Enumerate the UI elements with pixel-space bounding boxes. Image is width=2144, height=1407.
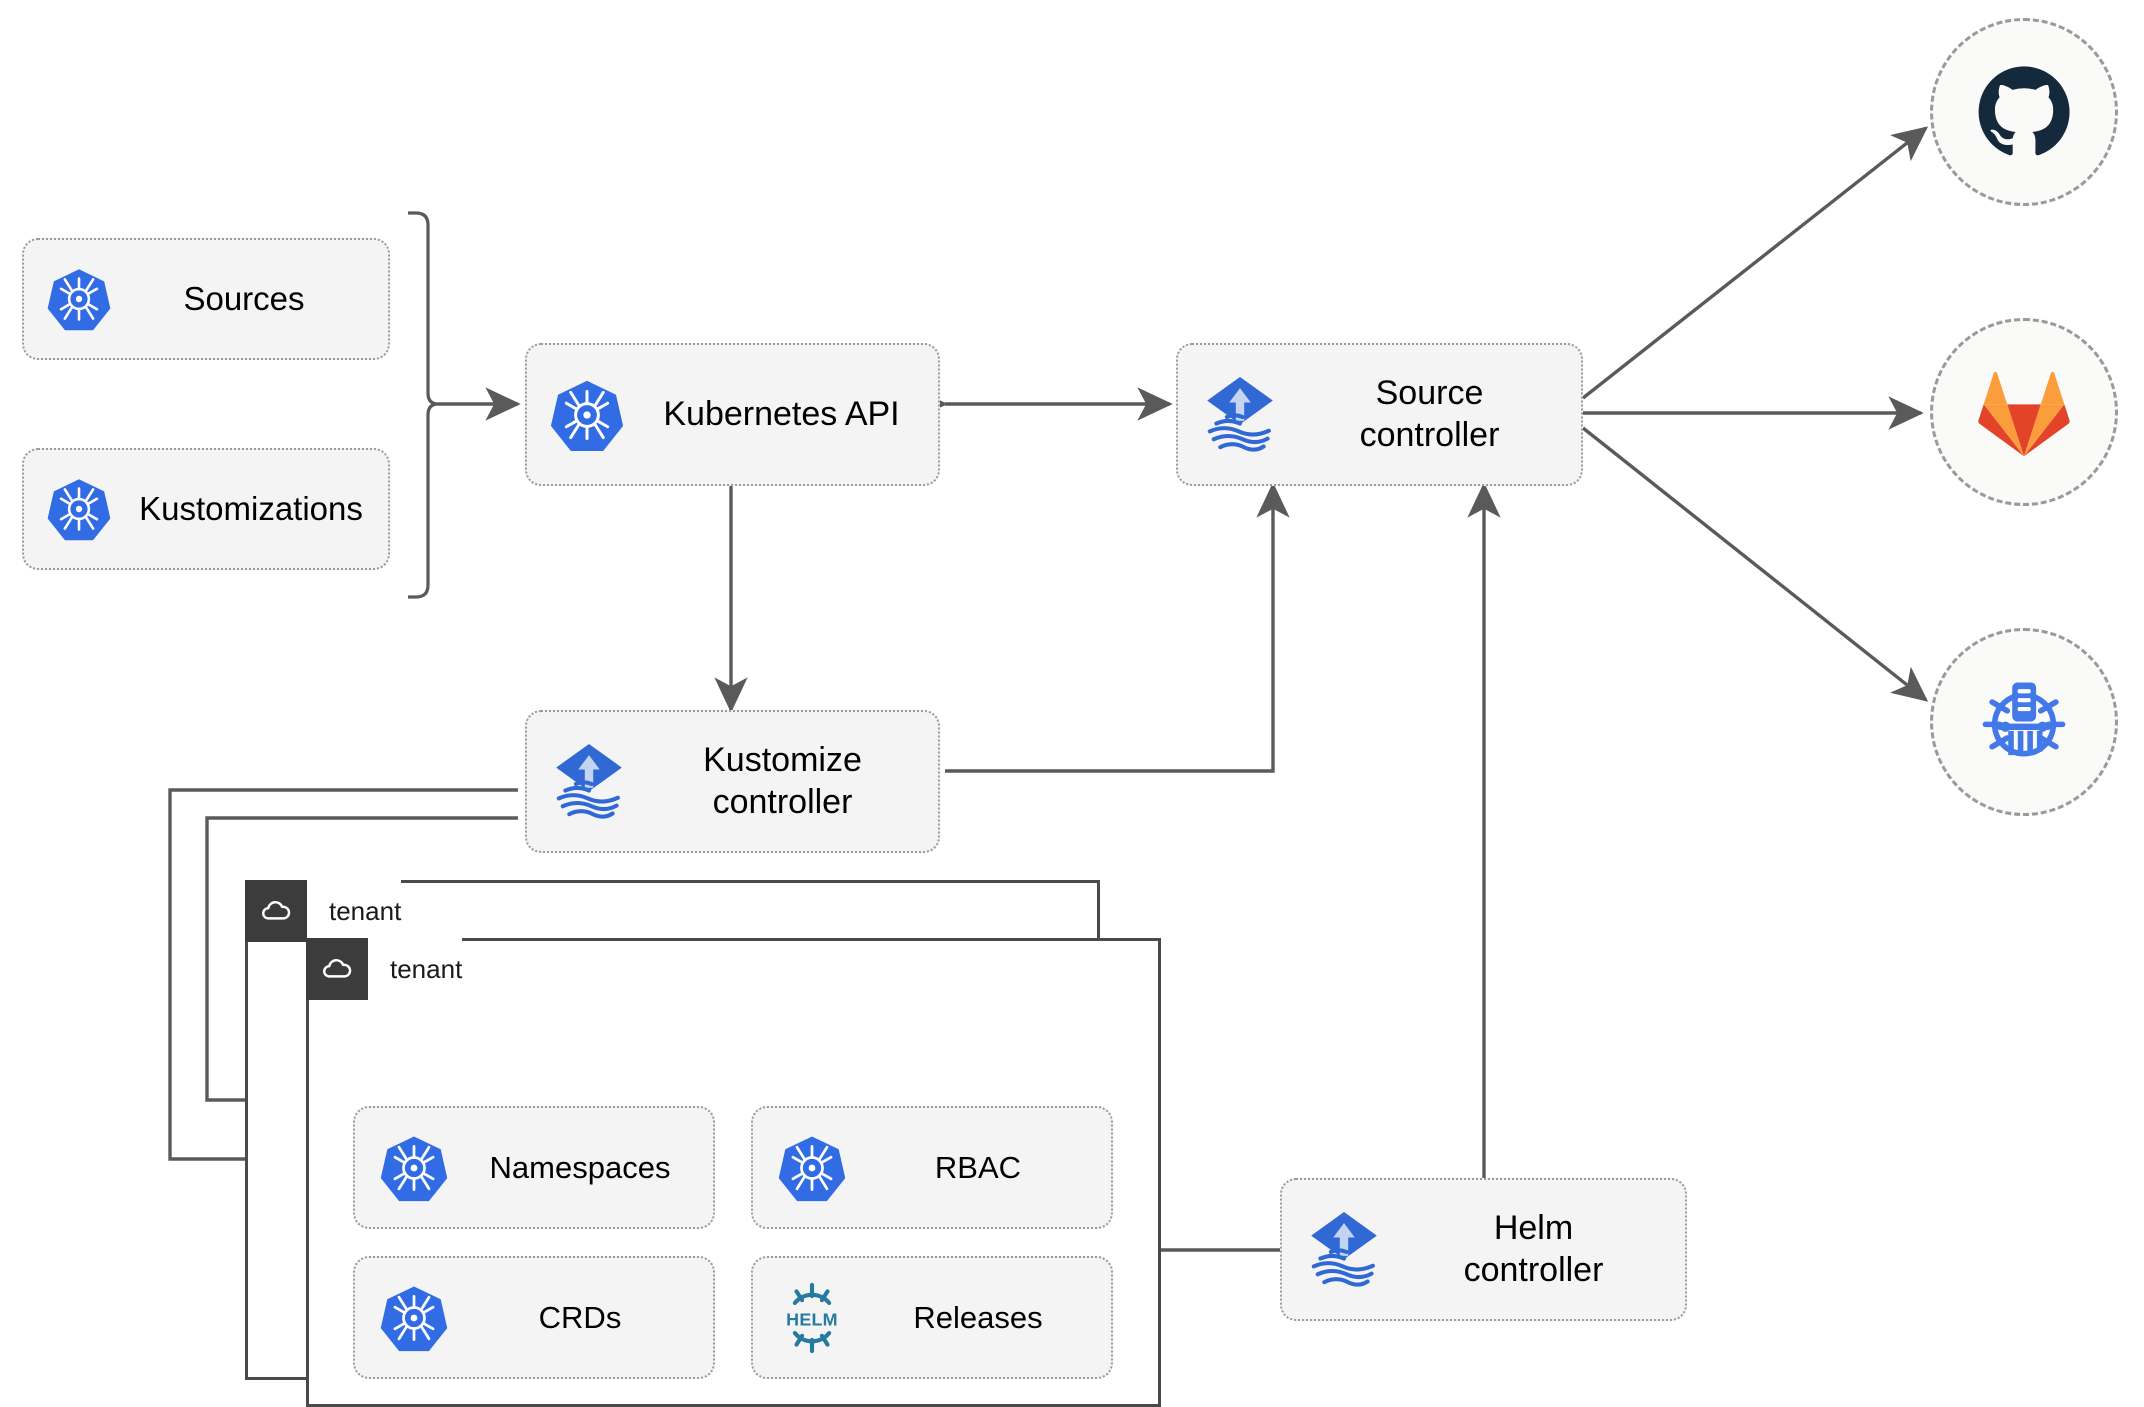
resource-kustomizations[interactable]: Kustomizations bbox=[22, 448, 390, 570]
kubernetes-icon bbox=[355, 1133, 473, 1203]
tenant-label-back: tenant bbox=[329, 895, 402, 926]
wire-resources-bracket bbox=[408, 211, 439, 599]
tenant-resource-releases[interactable]: HELM Releases bbox=[751, 1256, 1113, 1379]
kubernetes-icon bbox=[753, 1133, 871, 1203]
controller-kubernetes-api[interactable]: Kubernetes API bbox=[525, 343, 940, 486]
cloud-icon bbox=[245, 880, 307, 942]
controller-label: Helm controller bbox=[1463, 1209, 1604, 1289]
tenant-resource-label: CRDs bbox=[538, 1299, 622, 1335]
controller-label: Kustomize controller bbox=[703, 741, 862, 821]
tenant-label-front: tenant bbox=[390, 953, 463, 984]
resource-label: Kustomizations bbox=[139, 489, 363, 527]
controller-label: Source controller bbox=[1359, 374, 1500, 454]
wire-source-registry bbox=[1581, 426, 1929, 702]
registry-icon bbox=[1982, 682, 2066, 757]
tenant-resource-label: Releases bbox=[913, 1299, 1043, 1335]
controller-label: Kubernetes API bbox=[663, 394, 900, 433]
tenant-container-front[interactable]: tenant Namespaces bbox=[306, 938, 1161, 1407]
tenant-resource-rbac[interactable]: RBAC bbox=[751, 1106, 1113, 1229]
cloud-icon bbox=[306, 938, 368, 1000]
resource-sources[interactable]: Sources bbox=[22, 238, 390, 360]
github-icon bbox=[1978, 66, 2070, 156]
gitlab-icon bbox=[1978, 371, 2070, 457]
kubernetes-icon bbox=[24, 476, 134, 542]
kubernetes-icon bbox=[355, 1283, 473, 1353]
provider-github[interactable] bbox=[1930, 18, 2118, 206]
flux-icon bbox=[527, 740, 651, 824]
provider-registry[interactable] bbox=[1930, 628, 2118, 816]
controller-kustomize[interactable]: Kustomize controller bbox=[525, 710, 940, 853]
helm-icon: HELM bbox=[753, 1281, 871, 1355]
wire-source-github bbox=[1581, 126, 1929, 400]
flux-icon bbox=[1282, 1208, 1406, 1292]
controller-helm[interactable]: Helm controller bbox=[1280, 1178, 1687, 1321]
tenant-resource-namespaces[interactable]: Namespaces bbox=[353, 1106, 715, 1229]
provider-gitlab[interactable] bbox=[1930, 318, 2118, 506]
controller-source[interactable]: Source controller bbox=[1176, 343, 1583, 486]
tenant-tab-front: tenant bbox=[306, 938, 463, 1000]
svg-text:HELM: HELM bbox=[786, 1309, 838, 1329]
tenant-resource-label: RBAC bbox=[934, 1149, 1022, 1185]
wire-kustomize-source bbox=[945, 482, 1290, 773]
tenant-tab-back: tenant bbox=[245, 880, 402, 942]
kubernetes-icon bbox=[527, 377, 647, 453]
resource-label: Sources bbox=[183, 279, 305, 317]
tenant-resource-label: Namespaces bbox=[489, 1149, 671, 1185]
kubernetes-icon bbox=[24, 266, 134, 332]
flux-icon bbox=[1178, 373, 1302, 457]
tenant-resource-crds[interactable]: CRDs bbox=[353, 1256, 715, 1379]
